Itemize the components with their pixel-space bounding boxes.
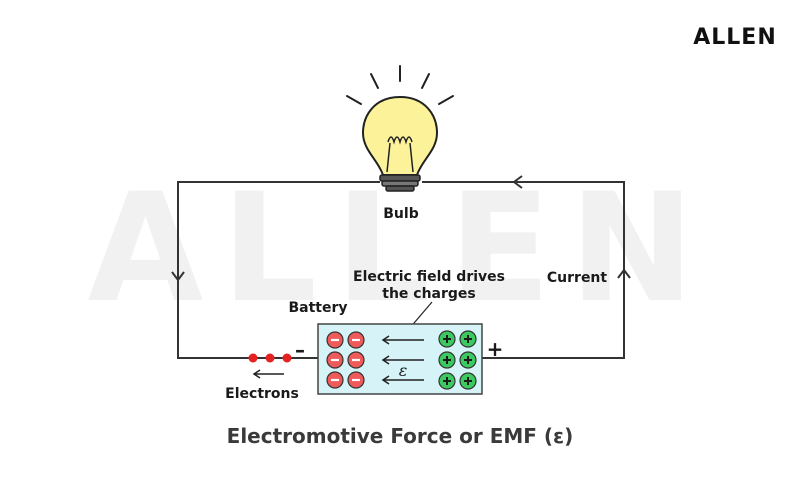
negative-terminal: – xyxy=(295,338,305,362)
right-current-arrow-icon xyxy=(617,268,631,279)
field-label-line2: the charges xyxy=(382,286,476,302)
allen-logo: ALLEN xyxy=(693,25,777,50)
field-arrows xyxy=(381,335,424,385)
bulb-label: Bulb xyxy=(383,206,418,222)
negative-charges xyxy=(326,331,365,389)
positive-charges xyxy=(438,330,477,390)
left-wire xyxy=(177,181,380,359)
positive-terminal: + xyxy=(487,337,504,361)
top-current-arrow-icon xyxy=(512,175,523,189)
field-label-line1: Electric field drives xyxy=(353,269,505,285)
left-current-arrow-icon xyxy=(171,271,185,282)
electron-direction-arrow-icon xyxy=(252,369,284,379)
battery-label: Battery xyxy=(288,300,347,316)
electrons-label: Electrons xyxy=(225,386,299,402)
emf-symbol: ε xyxy=(399,361,408,380)
electrons xyxy=(248,353,292,363)
bulb-rays xyxy=(346,65,454,105)
current-label: Current xyxy=(547,270,608,286)
bulb-base xyxy=(379,174,421,182)
bulb-icon xyxy=(346,65,454,192)
bulb-filament xyxy=(387,136,413,145)
diagram-title: Electromotive Force or EMF (ε) xyxy=(227,424,574,448)
current-arrows xyxy=(171,175,631,282)
